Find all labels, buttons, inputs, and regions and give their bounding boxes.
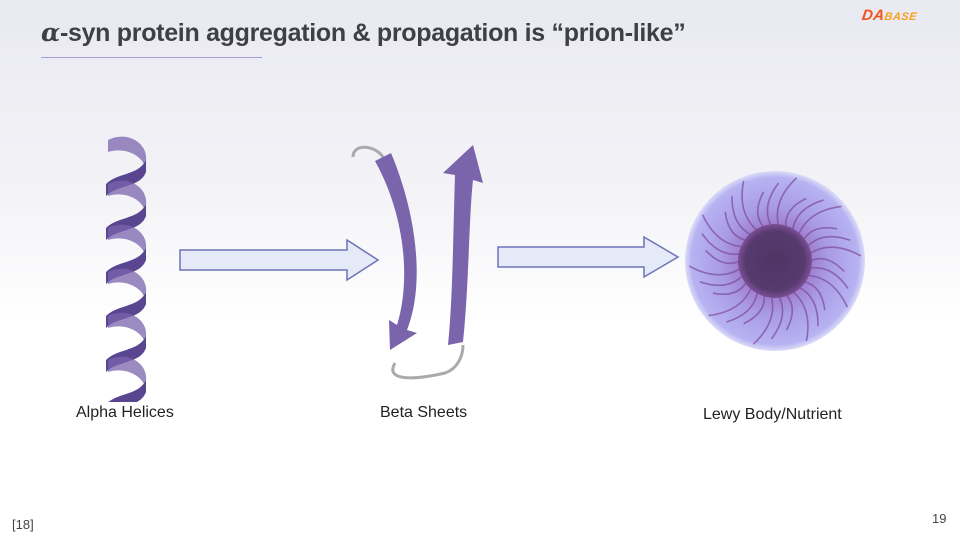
fibril-strand (752, 295, 774, 345)
logo: DABASE (860, 7, 918, 24)
fibril-strand (791, 290, 809, 342)
fibril-strand (785, 293, 794, 331)
label-alpha-helices: Alpha Helices (76, 404, 174, 421)
lewy-body-illustration (685, 171, 865, 351)
fibril-strand (731, 195, 752, 236)
fibril-strand (688, 265, 742, 276)
fibril-strand (809, 266, 849, 289)
fibril-strand (756, 191, 765, 229)
beta-sheet-illustration (351, 145, 483, 380)
fibril-strand (726, 291, 759, 323)
reference-citation: [18] (12, 517, 34, 532)
fibril-strand (770, 295, 784, 340)
fibril-strand (712, 281, 748, 296)
label-beta-sheets: Beta Sheets (380, 404, 468, 421)
fibril-strand (809, 257, 845, 273)
arrow-right-icon (497, 235, 680, 279)
alpha-helix-illustration (106, 136, 147, 402)
title-text: -syn protein aggregation & propagation i… (59, 19, 686, 47)
fibril-strand (741, 180, 759, 232)
fibril-strand (802, 226, 838, 241)
arrow-right-icon (179, 238, 380, 282)
fibril-strand (724, 211, 747, 242)
fibril-strand (808, 246, 862, 257)
title-underline (41, 57, 262, 58)
fibril-strand (776, 177, 798, 227)
fibril-strand (798, 286, 819, 327)
fibril-strand (803, 280, 826, 311)
fibril-strand (791, 199, 824, 231)
label-lewy-body: Lewy Body/Nutrient (703, 406, 842, 423)
slide-title: α-syn protein aggregation & propagation … (41, 18, 686, 48)
fibril-strand (766, 182, 780, 227)
fibril-strand (701, 233, 741, 256)
fibril-strand (708, 286, 753, 317)
fibril-strand (699, 274, 744, 287)
fibril-strand (705, 249, 741, 265)
fibril-strand (806, 235, 851, 248)
fibril-strand (797, 205, 842, 236)
alpha-symbol: α (41, 18, 60, 47)
fibril-strand (701, 214, 744, 248)
fibril-strand (784, 197, 807, 228)
fibril-strand (743, 294, 766, 325)
fibril-strand (806, 274, 849, 308)
page-number: 19 (932, 511, 947, 526)
